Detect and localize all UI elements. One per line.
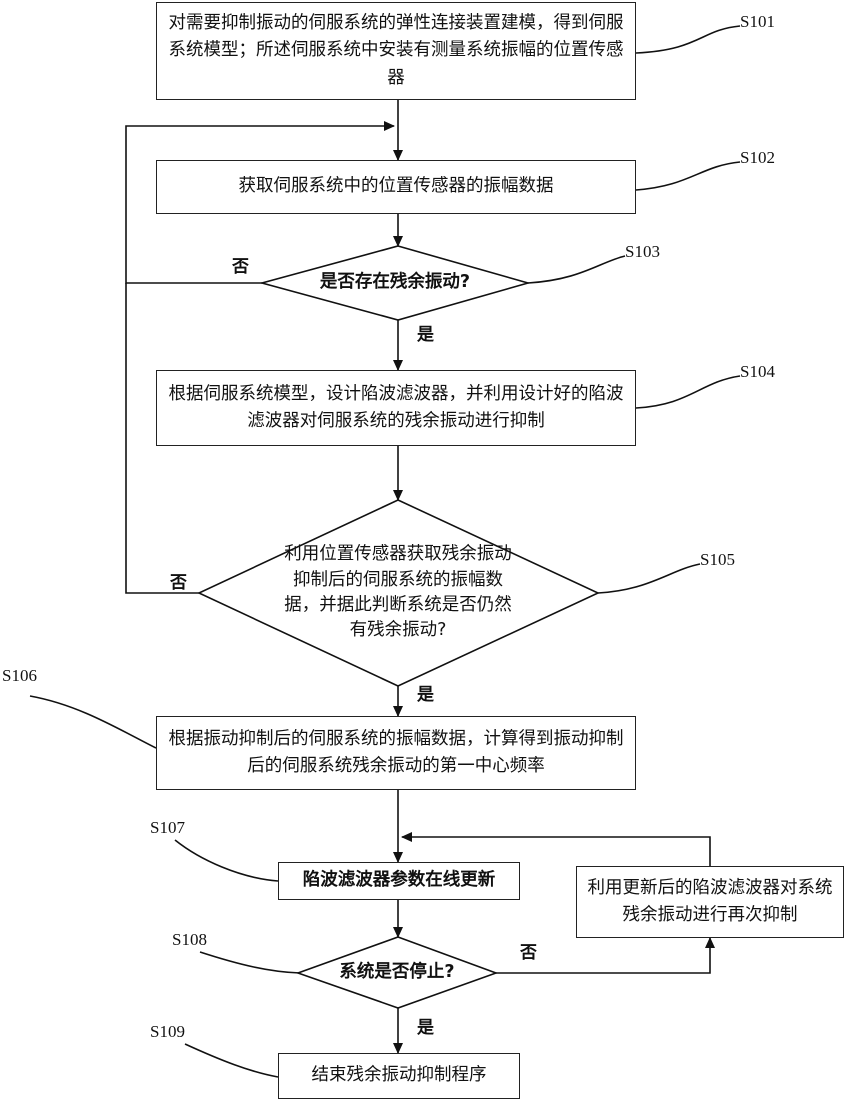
step-label-s109: S109 <box>150 1022 185 1042</box>
step-label-s102: S102 <box>740 148 775 168</box>
step-label-s104: S104 <box>740 362 775 382</box>
process-s109: 结束残余振动抑制程序 <box>278 1053 520 1099</box>
leader-s104 <box>636 376 740 408</box>
process-side-text: 利用更新后的陷波滤波器对系统残余振动进行再次抑制 <box>585 875 835 929</box>
process-s104-text: 根据伺服系统模型，设计陷波滤波器，并利用设计好的陷波滤波器对伺服系统的残余振动进… <box>165 381 627 435</box>
leader-s101 <box>636 26 740 53</box>
decision-s103-text: 是否存在残余振动? <box>262 266 528 300</box>
decision-s105-text: 利用位置传感器获取残余振动抑制后的伺服系统的振幅数据，并据此判断系统是否仍然有残… <box>278 540 518 646</box>
step-label-s103: S103 <box>625 242 660 262</box>
step-label-s108: S108 <box>172 930 207 950</box>
s108-yes-label: 是 <box>417 1013 434 1038</box>
leader-s107 <box>175 840 278 881</box>
leader-s103 <box>528 256 625 283</box>
process-side-resuppress: 利用更新后的陷波滤波器对系统残余振动进行再次抑制 <box>576 866 844 938</box>
s103-yes-label: 是 <box>417 320 434 345</box>
s108-no-label: 否 <box>520 938 537 963</box>
process-s101: 对需要抑制振动的伺服系统的弹性连接装置建模，得到伺服系统模型；所述伺服系统中安装… <box>156 2 636 100</box>
leader-s108 <box>200 952 300 973</box>
s105-yes-label: 是 <box>417 680 434 705</box>
process-s102: 获取伺服系统中的位置传感器的振幅数据 <box>156 160 636 214</box>
s105-no-label: 否 <box>170 568 187 593</box>
process-s106-text: 根据振动抑制后的伺服系统的振幅数据，计算得到振动抑制后的伺服系统残余振动的第一中… <box>165 726 627 780</box>
process-s104: 根据伺服系统模型，设计陷波滤波器，并利用设计好的陷波滤波器对伺服系统的残余振动进… <box>156 370 636 446</box>
leader-s106 <box>30 696 156 748</box>
step-label-s101: S101 <box>740 12 775 32</box>
step-label-s105: S105 <box>700 550 735 570</box>
process-s107: 陷波滤波器参数在线更新 <box>278 862 520 900</box>
decision-s108-text: 系统是否停止? <box>298 957 496 989</box>
process-s107-text: 陷波滤波器参数在线更新 <box>303 867 496 894</box>
process-s101-text: 对需要抑制振动的伺服系统的弹性连接装置建模，得到伺服系统模型；所述伺服系统中安装… <box>165 10 627 91</box>
leader-s109 <box>185 1044 278 1077</box>
process-s102-text: 获取伺服系统中的位置传感器的振幅数据 <box>239 173 554 200</box>
process-s109-text: 结束残余振动抑制程序 <box>312 1062 487 1089</box>
process-s106: 根据振动抑制后的伺服系统的振幅数据，计算得到振动抑制后的伺服系统残余振动的第一中… <box>156 716 636 790</box>
leader-s105 <box>598 564 700 593</box>
step-label-s106: S106 <box>2 666 37 686</box>
step-label-s107: S107 <box>150 818 185 838</box>
leader-s102 <box>636 162 740 190</box>
s103-no-label: 否 <box>232 252 249 277</box>
